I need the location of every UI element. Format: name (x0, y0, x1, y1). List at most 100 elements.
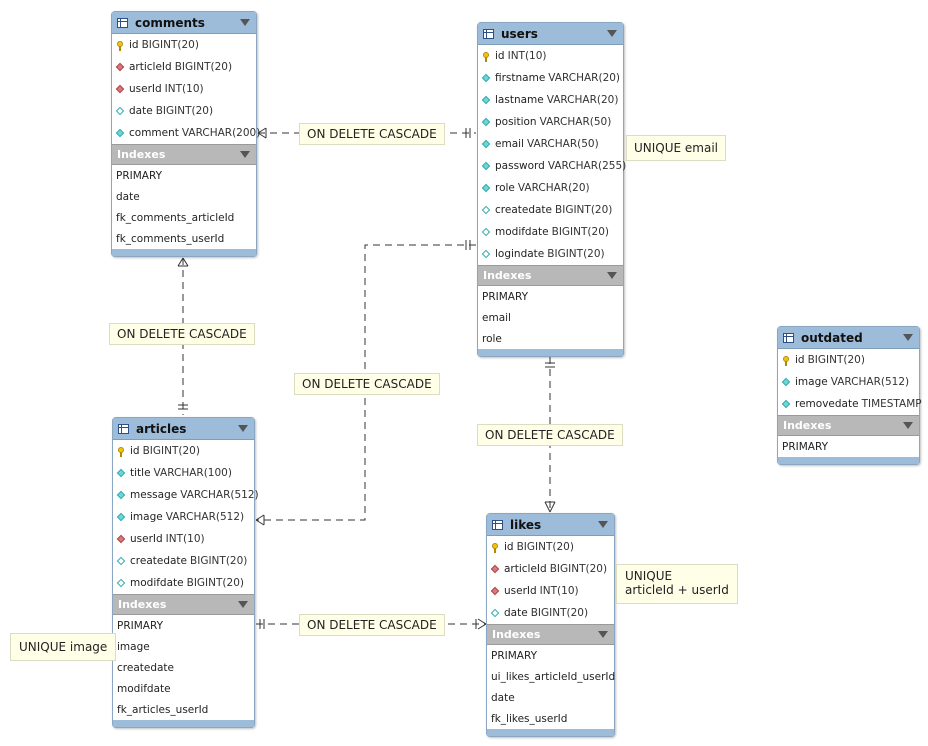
relationship-label-comments-users[interactable]: ON DELETE CASCADE (299, 123, 445, 145)
table-header[interactable]: users (478, 23, 623, 45)
index-row[interactable]: ui_likes_articleId_userId (491, 670, 616, 683)
collapse-triangle-icon[interactable] (607, 272, 617, 279)
collapse-triangle-icon[interactable] (598, 521, 608, 528)
note-unique-email[interactable]: UNIQUE email (626, 135, 727, 161)
indexes-header[interactable]: Indexes (112, 144, 256, 165)
column-name: createdate (130, 555, 188, 567)
not-null-column-icon (482, 184, 491, 193)
indexes-header[interactable]: Indexes (478, 265, 623, 286)
index-row[interactable]: fk_comments_userId (116, 232, 225, 245)
collapse-triangle-icon[interactable] (598, 631, 608, 638)
relationship-label-articles-likes[interactable]: ON DELETE CASCADE (299, 614, 445, 636)
index-row[interactable]: fk_articles_userId (117, 703, 209, 716)
column-name: id (504, 541, 514, 553)
not-null-column-icon (116, 129, 125, 138)
index-row[interactable]: PRIMARY (117, 619, 164, 632)
column-type: VARCHAR(20) (517, 182, 590, 194)
table-header[interactable]: outdated (778, 327, 919, 349)
table-footer (778, 457, 919, 464)
index-row[interactable]: date (116, 190, 140, 203)
index-row[interactable]: email (482, 311, 511, 324)
column-name: title (130, 467, 151, 479)
collapse-triangle-icon[interactable] (607, 30, 617, 37)
collapse-triangle-icon[interactable] (903, 334, 913, 341)
note-unique-likes[interactable]: UNIQUE articleId + userId (616, 564, 738, 604)
note-unique-image[interactable]: UNIQUE image (10, 633, 117, 661)
column-name: removedate (795, 398, 859, 410)
column-type: BIGINT(20) (551, 226, 609, 238)
table-icon (118, 423, 129, 434)
index-row[interactable]: role (482, 332, 502, 345)
foreign-key-icon (491, 565, 500, 574)
table-header[interactable]: articles (113, 418, 254, 440)
collapse-triangle-icon[interactable] (238, 601, 248, 608)
column-type: BIGINT(20) (142, 445, 200, 457)
table-header[interactable]: comments (112, 12, 256, 34)
table-header[interactable]: likes (487, 514, 614, 536)
index-row[interactable]: modifdate (117, 682, 171, 695)
indexes-header[interactable]: Indexes (778, 415, 919, 436)
relationship-label-comments-articles[interactable]: ON DELETE CASCADE (109, 323, 255, 345)
index-row[interactable]: PRIMARY (782, 440, 829, 453)
column-type: INT(10) (507, 50, 547, 62)
indexes-header[interactable]: Indexes (113, 594, 254, 615)
indexes-header[interactable]: Indexes (487, 624, 614, 645)
index-row[interactable]: PRIMARY (491, 649, 538, 662)
index-row[interactable]: fk_comments_articleId (116, 211, 235, 224)
relationship-label-users-articles[interactable]: ON DELETE CASCADE (294, 373, 440, 395)
index-row[interactable]: PRIMARY (116, 169, 163, 182)
column-type: VARCHAR(50) (539, 116, 612, 128)
collapse-triangle-icon[interactable] (240, 19, 250, 26)
index-row[interactable]: image (117, 640, 150, 653)
table-footer (478, 349, 623, 356)
collapse-triangle-icon[interactable] (240, 151, 250, 158)
crows-foot-marker (544, 501, 556, 513)
column-type: VARCHAR(512) (180, 489, 259, 501)
index-row[interactable]: createdate (117, 661, 175, 674)
collapse-triangle-icon[interactable] (903, 422, 913, 429)
index-row[interactable]: fk_likes_userId (491, 712, 568, 725)
collapse-triangle-icon[interactable] (238, 425, 248, 432)
index-row[interactable]: date (491, 691, 515, 704)
nullable-column-icon (482, 206, 491, 215)
index-row[interactable]: PRIMARY (482, 290, 529, 303)
relationship-label-users-likes[interactable]: ON DELETE CASCADE (477, 424, 623, 446)
not-null-column-icon (117, 469, 126, 478)
